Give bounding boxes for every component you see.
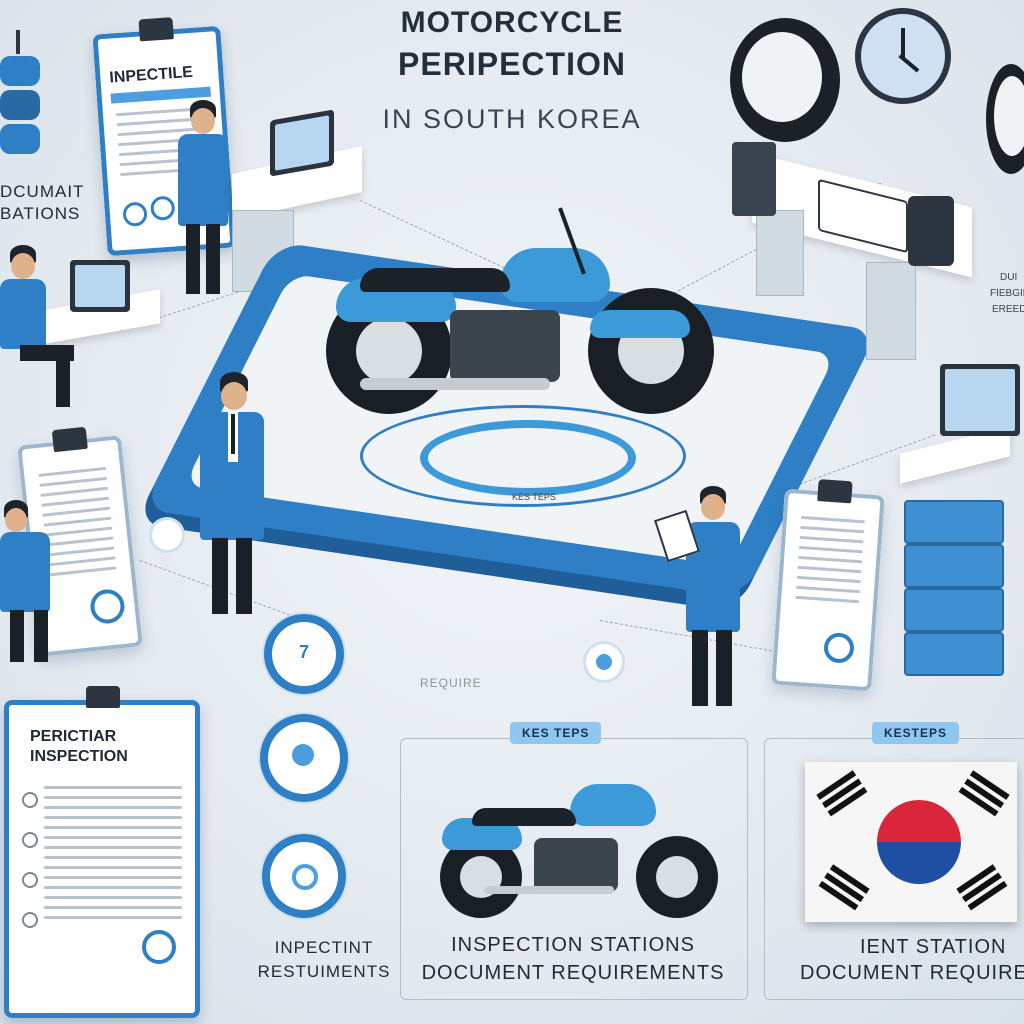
inspector-with-clipboard-figure: [654, 486, 740, 714]
right-label-c: EREED: [992, 304, 1024, 315]
server-icon: [904, 588, 1004, 632]
server-icon: [904, 632, 1004, 676]
desk-drawer: [756, 210, 804, 296]
motorcycle-illustration: [320, 200, 720, 450]
document-clipboard-right: [771, 479, 885, 692]
key-steps-tag: KES TEPS: [510, 722, 602, 744]
number-badge: 7: [272, 622, 336, 686]
document-requirements-caption: DOCUMENT REQUIREMENTS: [421, 962, 725, 984]
platform-caption: KES TEPS: [512, 492, 556, 502]
title-line-3: IN SOUTH KOREA: [382, 104, 642, 134]
inspection-requirements-caption-1: INPECTINT: [274, 938, 374, 957]
check-icon: [122, 201, 148, 228]
magnifier-icon: [292, 864, 318, 890]
laptop-icon: [270, 109, 334, 177]
stamp-icon: [88, 587, 127, 626]
document-stations-label-2: BATIONS: [0, 204, 81, 223]
motorcycle-illustration-small: [434, 760, 724, 920]
inspection-requirements-caption-2: RESTUIMENTS: [257, 962, 391, 981]
clip-icon: [817, 479, 853, 504]
clipboard-heading-1: PERICTIAR: [30, 728, 117, 745]
speaker-icon: [908, 196, 954, 266]
stamp-icon: [822, 631, 855, 664]
inspector-figure: [170, 100, 240, 300]
title-line-1: MOTORCYCLE: [400, 6, 624, 39]
inspector-figure: [196, 372, 272, 622]
title-line-2: PERIPECTION: [398, 46, 626, 82]
document-stations-label-1: DCUMAIT: [0, 182, 85, 201]
clock-icon: [855, 8, 951, 104]
periodic-inspection-clipboard: PERICTIAR INSPECTION: [4, 686, 200, 1018]
clip-icon: [86, 686, 120, 708]
server-icon: [904, 544, 1004, 588]
badge-number: 7: [298, 642, 309, 662]
document-requirements-caption-right: DOCUMENT REQUIREM: [800, 962, 1024, 984]
key-steps-tag-right: KESTEPS: [872, 722, 960, 744]
checklist-icon: [22, 872, 38, 888]
stopwatch-icon: [292, 744, 314, 766]
search-badge: [270, 842, 338, 910]
stopwatch-badge: [268, 722, 340, 794]
worker-at-board-figure: [0, 500, 70, 670]
inspection-station-caption-right: IENT STATION: [860, 936, 1007, 958]
eye-badge: [586, 644, 622, 680]
south-korea-flag: [805, 762, 1017, 922]
stamp-icon: [142, 930, 176, 964]
clipboard-heading: INPECTILE: [108, 63, 194, 87]
clip-icon: [138, 17, 174, 42]
seated-worker-figure: [0, 245, 80, 415]
platform-ring: [360, 405, 686, 507]
platform-ring-inner: [420, 420, 636, 496]
eye-badge: [152, 520, 182, 550]
desk-drawer: [866, 262, 916, 360]
checklist-icon: [22, 832, 38, 848]
cabinet-icon: [732, 142, 776, 216]
clipboard-heading-2: INSPECTION: [30, 748, 128, 765]
inspection-stations-caption: INSPECTION STATIONS: [451, 934, 695, 956]
clip-icon: [51, 426, 88, 453]
database-icon: [0, 30, 48, 160]
tire-icon: [730, 18, 840, 142]
right-label-a: DUI: [1000, 272, 1018, 283]
laptop-icon: [70, 260, 130, 312]
server-icon: [904, 500, 1004, 544]
require-faint-label: REQUIRE: [420, 676, 482, 690]
checklist-icon: [22, 912, 38, 928]
laptop-icon: [940, 364, 1020, 436]
tire-icon: [986, 64, 1024, 174]
checklist-icon: [22, 792, 38, 808]
